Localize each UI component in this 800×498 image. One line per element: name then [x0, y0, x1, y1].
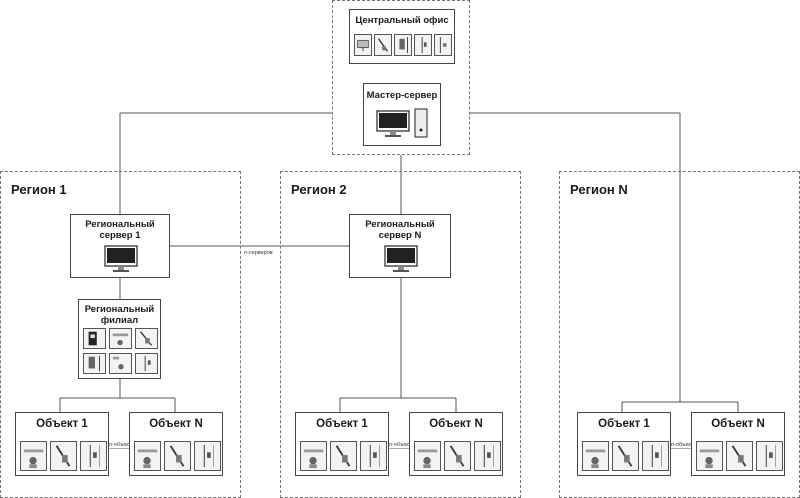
system-unit-icon [414, 108, 428, 138]
object-1-box: Объект 1 [577, 412, 671, 476]
object-n-title: Объект N [711, 418, 765, 430]
region-n-title: Регион N [570, 182, 628, 197]
monitor-icon [104, 245, 138, 273]
master-server-title: Мастер-сервер [366, 90, 438, 101]
servers-link-label: n-серверов [243, 250, 274, 256]
door-lock-tile [474, 441, 501, 471]
objects-link-label: n-объектов [670, 442, 701, 448]
access-controller-tile [83, 328, 106, 349]
object-n-title: Объект N [149, 418, 203, 430]
barrier-gate-tile [109, 328, 132, 349]
object-n-box: Объект N [691, 412, 785, 476]
barrier-gate-tile [582, 441, 609, 471]
object-n-box: Объект N [129, 412, 223, 476]
object-1-box: Объект 1 [15, 412, 109, 476]
central-office-box: Центральный офис [349, 9, 455, 64]
barrier-gate-tile [414, 441, 441, 471]
central-office-zone: Центральный офис Мастер-сервер [332, 0, 470, 155]
turnstile-tile [135, 328, 158, 349]
barrier-gate-tile [300, 441, 327, 471]
door-tile [109, 353, 132, 374]
objects-link-label: n-объектов [108, 442, 139, 448]
door-lock-tile [80, 441, 107, 471]
turnstile-tile [50, 441, 77, 471]
regional-server-n-title: Региональный сервер N [365, 219, 435, 241]
door-lock-tile [194, 441, 221, 471]
monitor-tile [354, 34, 372, 56]
turnstile-tile [330, 441, 357, 471]
monitor-icon [384, 245, 418, 273]
regional-branch-box: Региональный филиал [78, 299, 161, 379]
door-lock-tile [414, 34, 432, 56]
turnstile-tile [374, 34, 392, 56]
turnstile-tile [726, 441, 753, 471]
regional-branch-title: Региональный филиал [84, 304, 155, 326]
monitor-icon [376, 110, 410, 138]
regional-server-1: Региональный сервер 1 [70, 214, 170, 278]
object-1-title: Объект 1 [316, 418, 368, 430]
card-reader-tile [394, 34, 412, 56]
barrier-gate-tile [20, 441, 47, 471]
barrier-gate-tile [696, 441, 723, 471]
barrier-gate-tile [134, 441, 161, 471]
turnstile-tile [164, 441, 191, 471]
object-1-title: Объект 1 [598, 418, 650, 430]
objects-link-label: n-объектов [388, 442, 419, 448]
central-office-title: Центральный офис [355, 15, 449, 26]
door-lock-tile [135, 353, 158, 374]
object-n-box: Объект N [409, 412, 503, 476]
door-lock-tile [360, 441, 387, 471]
door-tile [434, 34, 452, 56]
door-lock-tile [642, 441, 669, 471]
regional-server-1-title: Региональный сервер 1 [85, 219, 155, 241]
regional-server-n: Региональный сервер N [349, 214, 451, 278]
object-n-title: Объект N [429, 418, 483, 430]
object-1-box: Объект 1 [295, 412, 389, 476]
card-reader-tile [83, 353, 106, 374]
master-server-box: Мастер-сервер [363, 83, 441, 146]
region-1-title: Регион 1 [11, 182, 67, 197]
object-1-title: Объект 1 [36, 418, 88, 430]
region-2-title: Регион 2 [291, 182, 347, 197]
turnstile-tile [444, 441, 471, 471]
door-lock-tile [756, 441, 783, 471]
turnstile-tile [612, 441, 639, 471]
